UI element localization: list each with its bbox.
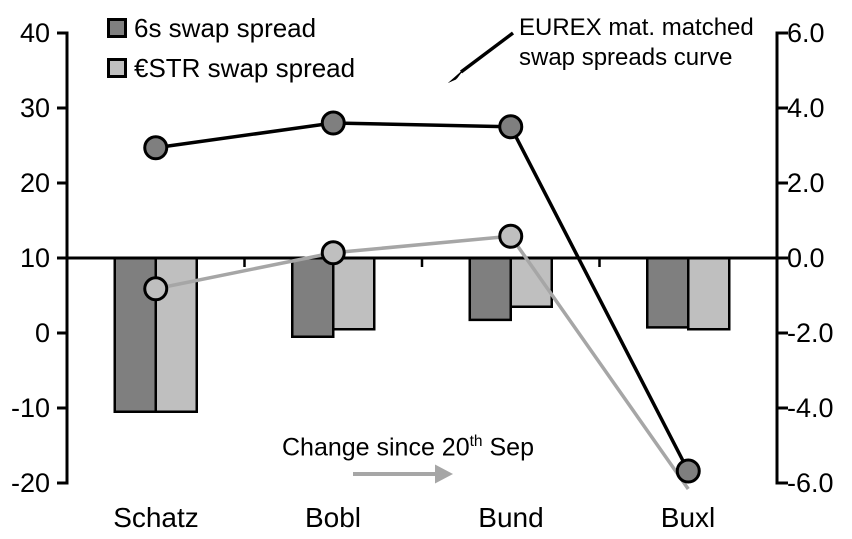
legend-label-estr: €STR swap spread [134, 52, 356, 83]
bar-bobl-0 [291, 256, 335, 338]
bar-bobl-1 [332, 256, 376, 331]
annotation-line1: EUREX mat. matched [519, 14, 754, 41]
left-axis-tick: 40 [19, 18, 50, 48]
annotation-line2: swap spreads curve [519, 44, 733, 71]
change-since-note: Change since 20th Sep [267, 433, 549, 462]
legend-label-6s: 6s swap spread [134, 12, 317, 43]
right-axis-tick: 4.0 [787, 93, 825, 123]
axis-spines [57, 31, 788, 485]
left-axis-tick: -20 [10, 468, 50, 498]
bar-bund-0 [468, 256, 512, 322]
legend: 6s swap spread €STR swap spread [107, 8, 355, 88]
right-axis-tick: -6.0 [787, 468, 834, 498]
series-marker [143, 276, 169, 302]
right-axis-tick: 6.0 [787, 18, 825, 48]
line-series-1 [143, 110, 701, 484]
annotation-eurex-curve: EUREX mat. matched swap spreads curve [519, 13, 754, 73]
series-marker [498, 223, 524, 249]
right-axis-tick: 2.0 [787, 168, 825, 198]
line-series-0 [143, 223, 690, 491]
left-axis-tick: 10 [19, 243, 50, 273]
left-axis-tick: -10 [10, 393, 50, 423]
right-axis-tick: 0.0 [787, 243, 825, 273]
bar-buxl-1 [687, 256, 731, 331]
legend-item-estr: €STR swap spread [107, 48, 355, 88]
legend-item-6s: 6s swap spread [107, 8, 355, 48]
category-label-buxl: Buxl [660, 502, 716, 533]
annotation-arrow-icon [448, 31, 515, 83]
series-marker [675, 458, 701, 484]
category-label-schatz: Schatz [113, 502, 199, 533]
left-axis-tick: 30 [19, 93, 50, 123]
legend-swatch-estr-icon [107, 58, 127, 78]
change-note-text: Change since 20 [281, 433, 470, 462]
bars-group [113, 256, 731, 413]
right-axis-tick: -2.0 [787, 318, 834, 348]
right-axis-tick: -4.0 [787, 393, 834, 423]
left-axis-tick: 0 [34, 318, 50, 348]
series-marker [143, 135, 169, 161]
legend-swatch-6s-icon [107, 18, 127, 38]
change-since-arrow-icon [353, 464, 453, 484]
series-marker [498, 114, 524, 140]
change-note-superscript: th [469, 433, 483, 450]
change-note-text-after: Sep [482, 433, 535, 462]
series-marker [320, 110, 346, 136]
series-marker [320, 240, 346, 266]
series-line [155, 121, 690, 472]
category-label-bobl: Bobl [304, 502, 362, 533]
category-label-bund: Bund [478, 502, 544, 533]
series-line [155, 234, 690, 491]
bar-buxl-0 [646, 256, 690, 329]
left-axis-tick: 20 [19, 168, 50, 198]
